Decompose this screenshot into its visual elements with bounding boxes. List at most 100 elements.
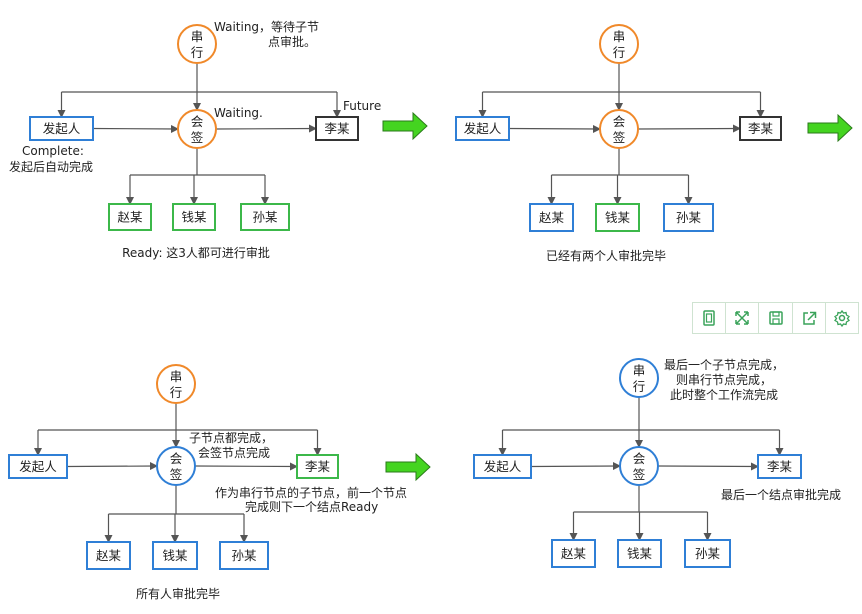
initiator-node-label: 发起人 <box>484 459 522 474</box>
countersign-node-label-top: 会 <box>613 114 626 129</box>
step-arrow-icon <box>385 452 431 482</box>
serial-node-label-top: 串 <box>633 363 646 378</box>
share-icon <box>802 311 816 325</box>
child-node[interactable]: 钱某 <box>152 541 198 570</box>
child-node[interactable]: 赵某 <box>86 541 131 570</box>
initiator-node[interactable]: 发起人 <box>29 116 94 141</box>
child-node-label: 孙某 <box>695 546 721 561</box>
countersign-node[interactable]: 会签 <box>599 109 639 149</box>
panel-caption: 所有人审批完毕 <box>136 586 220 601</box>
countersign-node-label-bottom: 签 <box>613 130 626 145</box>
edge-initiator-sign <box>530 462 621 471</box>
serial-node[interactable]: 串行 <box>177 24 217 64</box>
serial-node-label-bottom: 行 <box>613 45 626 60</box>
annotation: 最后一个结点审批完成 <box>721 487 841 502</box>
annotation: 最后一个子节点完成， <box>664 357 784 372</box>
child-node[interactable]: 孙某 <box>684 539 731 568</box>
initiator-node[interactable]: 发起人 <box>8 454 68 479</box>
annotation: 发起后自动完成 <box>9 159 93 174</box>
countersign-node-label-top: 会 <box>633 451 646 466</box>
approver-node-li[interactable]: 李某 <box>757 454 802 479</box>
child-node[interactable]: 孙某 <box>219 541 269 570</box>
serial-node[interactable]: 串行 <box>599 24 639 64</box>
child-node[interactable]: 赵某 <box>551 539 596 568</box>
step-arrow-icon <box>382 111 428 141</box>
expand-icon <box>735 311 750 325</box>
child-node-label: 钱某 <box>181 210 207 225</box>
countersign-node-label-top: 会 <box>191 114 204 129</box>
edge-sign-target <box>657 462 759 471</box>
panel-caption: 已经有两个人审批完毕 <box>546 248 666 263</box>
share-button[interactable] <box>793 303 826 333</box>
child-node-label: 孙某 <box>252 210 278 225</box>
countersign-node-label-bottom: 签 <box>633 467 646 482</box>
serial-node-label-bottom: 行 <box>170 385 183 400</box>
initiator-node-label: 发起人 <box>464 121 502 136</box>
serial-node-label-bottom: 行 <box>633 379 646 394</box>
child-node-label: 钱某 <box>162 548 188 563</box>
child-node-label: 赵某 <box>96 548 122 563</box>
child-node[interactable]: 孙某 <box>663 203 714 232</box>
initiator-node[interactable]: 发起人 <box>473 454 532 479</box>
save-icon <box>768 311 783 325</box>
annotation: Complete: <box>22 144 84 158</box>
countersign-node-label-top: 会 <box>170 451 183 466</box>
fit-page-button[interactable] <box>693 303 727 333</box>
annotation: 会签节点完成 <box>198 445 270 460</box>
child-node-label: 孙某 <box>231 548 257 563</box>
child-node[interactable]: 钱某 <box>617 539 662 568</box>
approver-node-li-label: 李某 <box>767 459 793 474</box>
approver-node-li-label: 李某 <box>305 459 331 474</box>
child-node-label: 孙某 <box>676 210 702 225</box>
initiator-node-label: 发起人 <box>43 121 81 136</box>
edge-initiator-sign <box>66 462 158 471</box>
countersign-node[interactable]: 会签 <box>619 446 659 486</box>
serial-node-label-top: 串 <box>170 369 183 384</box>
annotation: Future <box>343 99 381 113</box>
panel-caption: Ready: 这3人都可进行审批 <box>122 245 270 260</box>
initiator-node[interactable]: 发起人 <box>455 116 510 141</box>
annotation: Waiting，等待子节 <box>214 20 319 34</box>
approver-node-li-label: 李某 <box>324 121 350 136</box>
serial-node-label-top: 串 <box>613 29 626 44</box>
annotation: 完成则下一个结点Ready <box>245 499 378 514</box>
edge-initiator-sign <box>92 124 179 133</box>
child-node[interactable]: 钱某 <box>172 203 216 231</box>
child-node-label: 赵某 <box>117 210 143 225</box>
initiator-node-label: 发起人 <box>19 459 57 474</box>
approver-node-li[interactable]: 李某 <box>739 116 782 141</box>
serial-node[interactable]: 串行 <box>156 364 196 404</box>
annotation: 则串行节点完成， <box>676 372 772 387</box>
approver-node-li[interactable]: 李某 <box>315 116 359 141</box>
expand-button[interactable] <box>726 303 760 333</box>
annotation: Waiting. <box>214 106 263 120</box>
countersign-node[interactable]: 会签 <box>156 446 196 486</box>
serial-node[interactable]: 串行 <box>619 358 659 398</box>
child-node-label: 赵某 <box>561 546 587 561</box>
fit-page-icon <box>703 310 715 326</box>
annotation: 此时整个工作流完成 <box>670 387 778 402</box>
edge-sign-target <box>194 462 298 471</box>
annotation: 作为串行节点的子节点，前一个节点 <box>215 485 407 500</box>
annotation: 子节点都完成， <box>189 430 273 445</box>
countersign-node[interactable]: 会签 <box>177 109 217 149</box>
child-node[interactable]: 钱某 <box>595 203 640 232</box>
view-toolbar <box>692 302 859 334</box>
step-arrow-icon <box>807 113 853 143</box>
edge-sign-target <box>637 124 741 133</box>
approver-node-li-label: 李某 <box>748 121 774 136</box>
edge-initiator-sign <box>508 124 601 133</box>
child-node-label: 赵某 <box>539 210 565 225</box>
child-node[interactable]: 赵某 <box>108 203 152 231</box>
approver-node-li[interactable]: 李某 <box>296 454 339 479</box>
save-button[interactable] <box>759 303 793 333</box>
child-node[interactable]: 赵某 <box>529 203 574 232</box>
settings-button[interactable] <box>826 303 858 333</box>
countersign-node-label-bottom: 签 <box>170 467 183 482</box>
child-node-label: 钱某 <box>627 546 653 561</box>
child-node[interactable]: 孙某 <box>240 203 290 231</box>
countersign-node-label-bottom: 签 <box>191 130 204 145</box>
child-node-label: 钱某 <box>605 210 631 225</box>
serial-node-label-top: 串 <box>191 29 204 44</box>
